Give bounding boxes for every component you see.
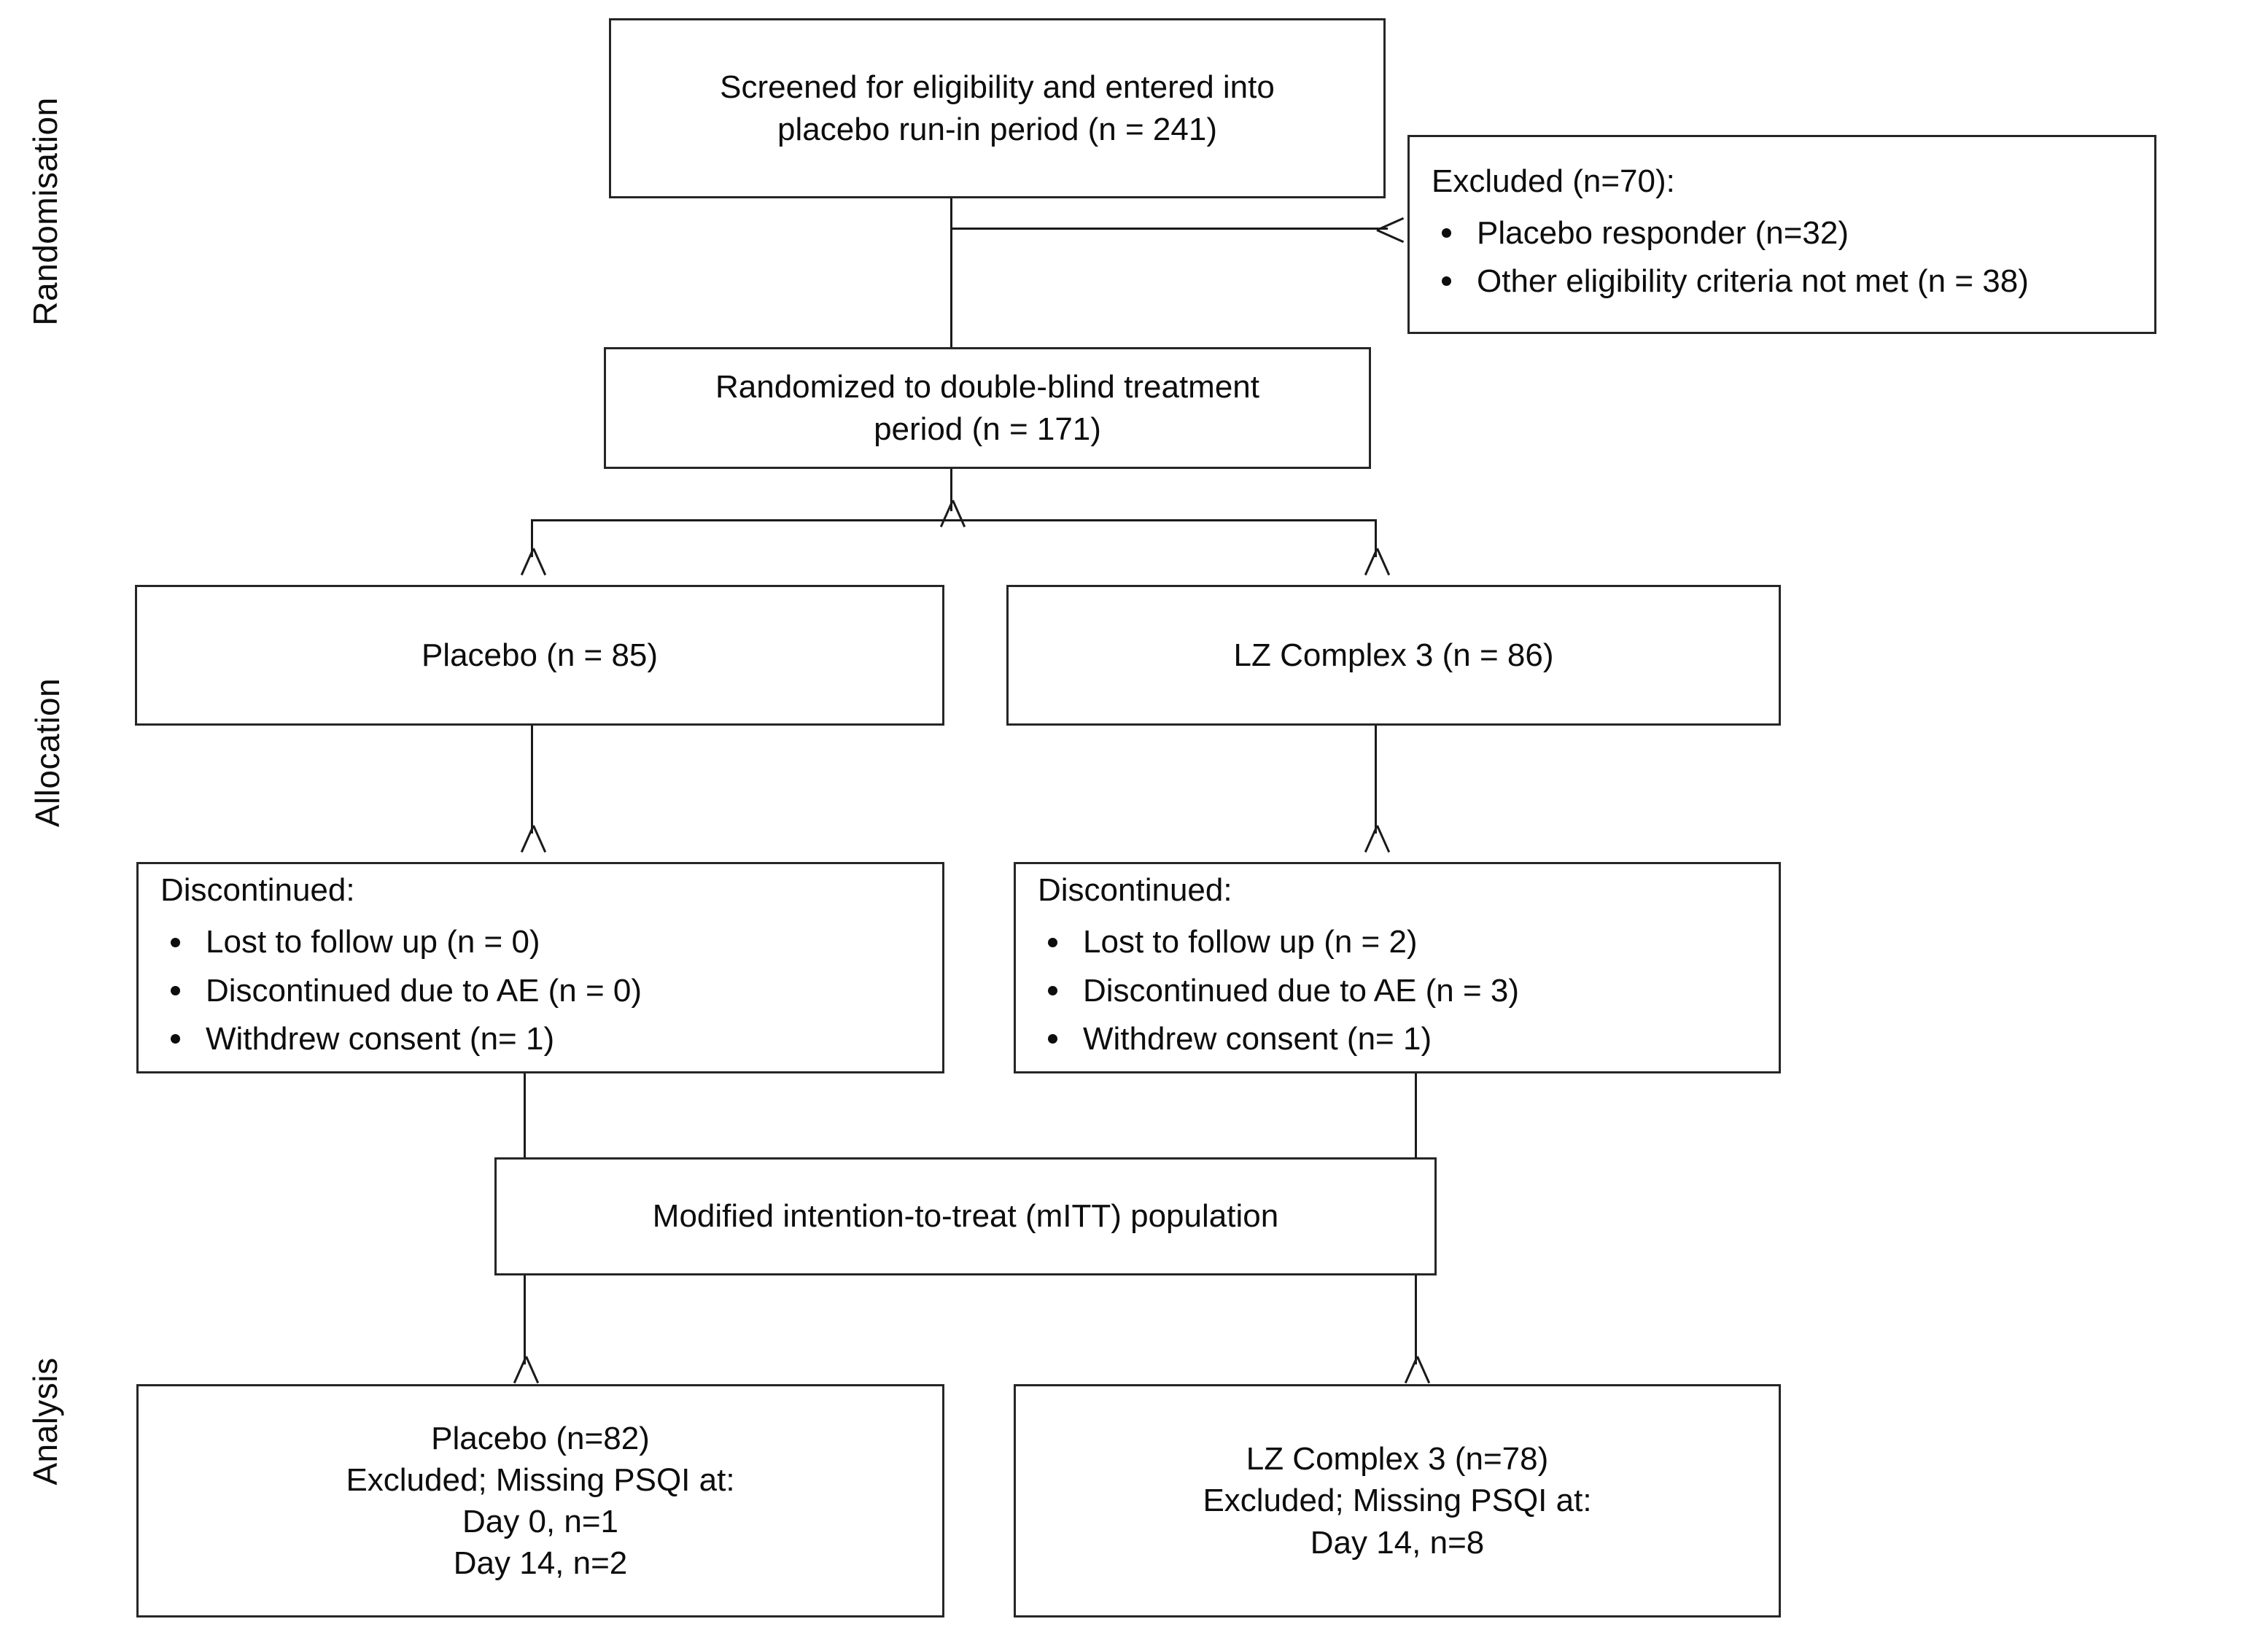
connector-discontinued-placebo-to-mitt <box>524 1073 526 1157</box>
node-discontinued-placebo-heading: Discontinued: <box>160 872 355 909</box>
node-discontinued-lz: Discontinued: Lost to follow up (n = 2) … <box>1014 862 1781 1073</box>
node-excluded: Excluded (n=70): Placebo responder (n=32… <box>1407 135 2156 334</box>
node-screened-line-1: Screened for eligibility and entered int… <box>720 69 1275 106</box>
list-item: Discontinued due to AE (n = 3) <box>1038 970 1757 1012</box>
arrowhead-lz-to-discontinued <box>1364 826 1389 850</box>
arrowhead-mitt-to-analysis-lz <box>1404 1356 1429 1381</box>
list-item-label: Discontinued due to AE (n = 3) <box>1083 972 1520 1009</box>
bullet-icon <box>1048 937 1057 947</box>
list-item: Lost to follow up (n = 0) <box>160 921 920 963</box>
list-item: Placebo responder (n=32) <box>1432 212 2132 255</box>
list-item-label: Withdrew consent (n= 1) <box>1083 1020 1432 1057</box>
node-analysis-placebo-line-2: Excluded; Missing PSQI at: <box>346 1461 735 1498</box>
connector-mitt-to-analysis-placebo <box>524 1275 526 1364</box>
list-item: Withdrew consent (n= 1) <box>160 1018 920 1060</box>
connector-screened-trunk <box>950 198 952 347</box>
list-item-label: Lost to follow up (n = 0) <box>206 924 540 960</box>
connector-fork-horizontal <box>531 519 1377 521</box>
node-analysis-lz-line-2: Excluded; Missing PSQI at: <box>1203 1483 1592 1519</box>
arrowhead-to-excluded <box>1377 217 1402 241</box>
connector-mitt-to-analysis-lz <box>1415 1275 1417 1364</box>
list-item: Lost to follow up (n = 2) <box>1038 921 1757 963</box>
bullet-icon <box>171 937 180 947</box>
connector-to-excluded <box>950 228 1388 230</box>
arrowhead-mitt-to-analysis-placebo <box>513 1356 537 1381</box>
node-analysis-placebo-line-3: Day 0, n=1 <box>462 1504 619 1539</box>
node-randomized-line-1: Randomized to double-blind treatment <box>715 369 1259 405</box>
connector-fork-left <box>531 519 533 557</box>
list-item-label: Other eligibility criteria not met (n = … <box>1477 263 2029 300</box>
list-item-label: Withdrew consent (n= 1) <box>206 1020 555 1057</box>
connector-lz-to-discontinued <box>1375 726 1377 834</box>
bullet-icon <box>1442 228 1451 238</box>
node-allocation-lz-label: LZ Complex 3 (n = 86) <box>1233 637 1554 673</box>
list-item: Withdrew consent (n= 1) <box>1038 1018 1757 1060</box>
node-mitt: Modified intention-to-treat (mITT) popul… <box>494 1157 1437 1275</box>
node-discontinued-lz-heading: Discontinued: <box>1038 872 1232 909</box>
list-item-label: Lost to follow up (n = 2) <box>1083 924 1418 960</box>
stage-label-allocation: Allocation <box>28 677 66 828</box>
node-screened-line-2: placebo run-in period (n = 241) <box>777 111 1217 147</box>
node-discontinued-placebo-list: Lost to follow up (n = 0) Discontinued d… <box>160 915 920 1065</box>
list-item-label: Discontinued due to AE (n = 0) <box>206 972 642 1009</box>
connector-discontinued-lz-to-mitt <box>1415 1073 1417 1157</box>
arrowhead-fork-right <box>1364 548 1389 573</box>
node-allocation-lz: LZ Complex 3 (n = 86) <box>1006 585 1781 726</box>
node-randomized: Randomized to double-blind treatment per… <box>604 347 1371 469</box>
bullet-icon <box>1048 1033 1057 1044</box>
stage-label-analysis: Analysis <box>26 1357 64 1486</box>
connector-placebo-to-discontinued <box>531 726 533 834</box>
connector-randomized-down <box>950 469 952 511</box>
node-excluded-list: Placebo responder (n=32) Other eligibili… <box>1432 206 2132 308</box>
connector-fork-right <box>1375 519 1377 557</box>
arrowhead-placebo-to-discontinued <box>520 826 545 850</box>
stage-label-randomisation: Randomisation <box>26 97 64 326</box>
node-analysis-placebo-line-1: Placebo (n=82) <box>431 1420 650 1456</box>
node-discontinued-lz-list: Lost to follow up (n = 2) Discontinued d… <box>1038 915 1757 1065</box>
list-item: Other eligibility criteria not met (n = … <box>1432 260 2132 303</box>
node-excluded-heading: Excluded (n=70): <box>1432 163 1675 199</box>
node-screened: Screened for eligibility and entered int… <box>609 18 1386 198</box>
bullet-icon <box>1048 985 1057 995</box>
node-discontinued-placebo: Discontinued: Lost to follow up (n = 0) … <box>136 862 944 1073</box>
bullet-icon <box>171 1033 180 1044</box>
list-item-label: Placebo responder (n=32) <box>1477 215 1849 252</box>
list-item: Discontinued due to AE (n = 0) <box>160 970 920 1012</box>
node-mitt-label: Modified intention-to-treat (mITT) popul… <box>652 1198 1279 1235</box>
node-analysis-lz-line-3: Day 14, n=8 <box>1310 1524 1485 1561</box>
node-allocation-placebo: Placebo (n = 85) <box>135 585 944 726</box>
bullet-icon <box>1442 276 1451 287</box>
node-randomized-line-2: period (n = 171) <box>874 411 1101 447</box>
node-analysis-placebo: Placebo (n=82) Excluded; Missing PSQI at… <box>136 1384 944 1617</box>
bullet-icon <box>171 985 180 995</box>
node-analysis-lz: LZ Complex 3 (n=78) Excluded; Missing PS… <box>1014 1384 1781 1617</box>
node-allocation-placebo-label: Placebo (n = 85) <box>421 637 659 673</box>
node-analysis-lz-line-1: LZ Complex 3 (n=78) <box>1246 1441 1549 1477</box>
node-analysis-placebo-line-4: Day 14, n=2 <box>453 1545 628 1582</box>
arrowhead-fork-left <box>520 548 545 573</box>
